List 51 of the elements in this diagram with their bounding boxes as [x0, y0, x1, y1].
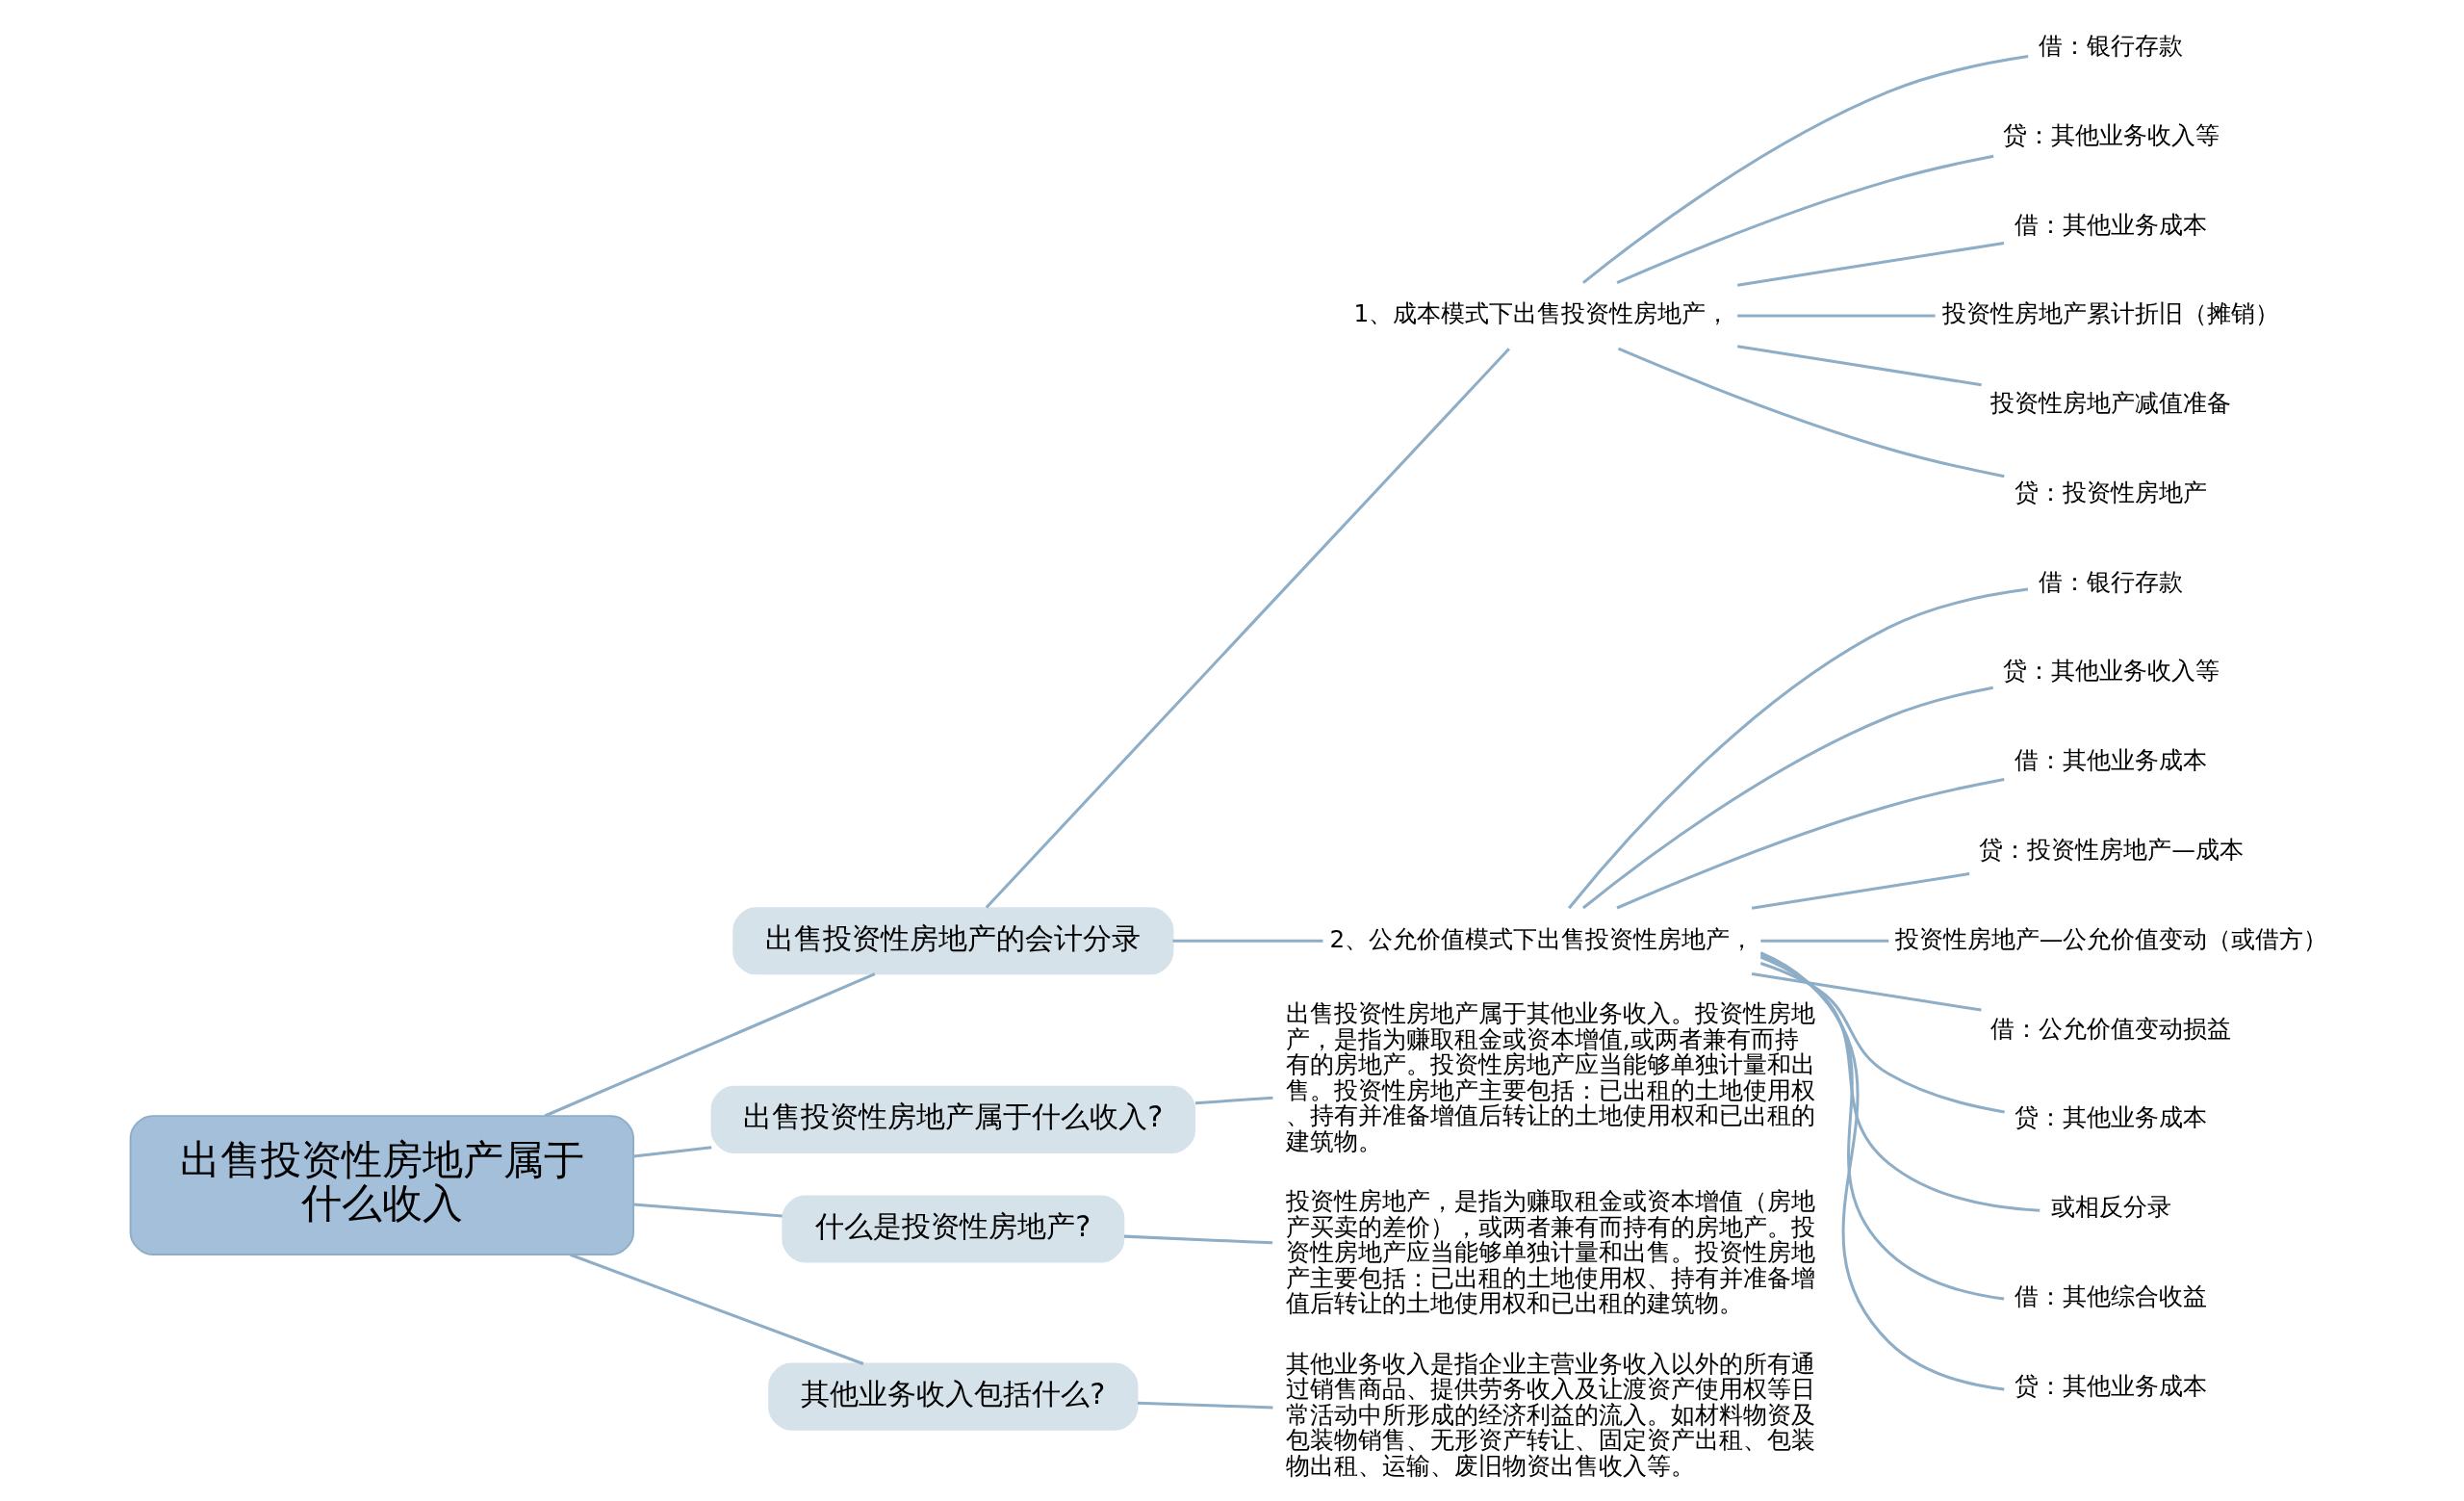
node-box: 出售投资性房地产的会计分录	[732, 907, 1174, 975]
connector	[1137, 1401, 1273, 1410]
connector	[1194, 1096, 1273, 1105]
connector	[1568, 587, 2029, 910]
node-text: 借：其他业务成本	[2015, 210, 2208, 239]
connector	[570, 1253, 864, 1365]
node-text: 借：其他综合收益	[2015, 1281, 2208, 1310]
connector	[1736, 242, 2005, 287]
connector	[1736, 345, 1982, 387]
connector	[633, 1203, 783, 1218]
connector	[1751, 872, 1970, 910]
node-text: 借：其他业务成本	[2015, 746, 2208, 775]
connector	[1172, 939, 1323, 943]
node-text: 贷：其他业务收入等	[2002, 657, 2220, 686]
connector	[1616, 777, 2005, 910]
node-text: 2、公允价值模式下出售投资性房地产，	[1329, 924, 1755, 953]
connector	[1760, 952, 2005, 1301]
node-text: 贷：投资性房地产	[2015, 478, 2208, 506]
node-text: 贷：其他业务收入等	[2002, 120, 2220, 149]
node-box: 什么是投资性房地产?	[782, 1195, 1125, 1263]
connector	[1760, 939, 1889, 943]
connector	[1617, 347, 2005, 479]
node-text: 投资性房地产—公允价值变动（或借方）	[1894, 924, 2328, 953]
connector	[1759, 962, 2005, 1114]
node-text: 贷：投资性房地产—成本	[1979, 836, 2244, 865]
node-text: 投资性房地产累计折旧（摊销）	[1942, 299, 2280, 328]
node-text: 借：银行存款	[2039, 567, 2184, 596]
node-text: 借：银行存款	[2039, 32, 2184, 61]
connector	[1616, 154, 1994, 285]
connector	[1123, 1234, 1273, 1245]
node-text: 1、成本模式下出售投资性房地产，	[1353, 299, 1731, 328]
connector	[633, 1146, 712, 1158]
node-text: 贷：其他业务成本	[2015, 1371, 2208, 1400]
connector	[1582, 686, 1994, 910]
node-text: 投资性房地产减值准备	[1990, 389, 2232, 418]
node-text: 出售投资性房地产属于其他业务收入。投资性房地产，是指为赚取租金或资本增值,或两者兼有而持有的房地产。投资性房地产应当能够单独计量和出售。投资性房地产主要包括：已出租的土地使用权、持有并准备增值后转让的土地使用权和已出租的建筑物。	[1285, 999, 1815, 1155]
node-text: 借：公允价值变动损益	[1990, 1014, 2232, 1043]
node-text: 贷：其他业务成本	[2015, 1103, 2208, 1132]
connector	[1759, 955, 2040, 1212]
connector	[1737, 314, 1936, 318]
node-box: 其他业务收入包括什么?	[768, 1362, 1139, 1431]
node-text: 其他业务收入是指企业主营业务收入以外的所有通过销售商品、提供劳务收入及让渡资产使用权等日常活动中所形成的经济利益的流入。如材料物资及包装物销售、无形资产转让、固定资产出租、包装物出租、运输、废旧物资出售收入等。	[1285, 1349, 1815, 1480]
node-text: 或相反分录	[2050, 1193, 2171, 1222]
connector	[1582, 55, 2029, 284]
connector	[1751, 972, 1982, 1012]
node-box: 出售投资性房地产属于什么收入	[129, 1115, 635, 1255]
connector	[985, 348, 1510, 909]
node-text: 投资性房地产，是指为赚取租金或资本增值（房地产买卖的差价），或两者兼有而持有的房地产。投资性房地产应当能够单独计量和出售。投资性房地产主要包括：已出租的土地使用权、持有并准备增值后转让的土地使用权和已出租的建筑物。	[1285, 1187, 1815, 1318]
node-box: 出售投资性房地产属于什么收入?	[710, 1085, 1196, 1153]
connector	[1759, 951, 2005, 1391]
connector	[544, 972, 876, 1118]
